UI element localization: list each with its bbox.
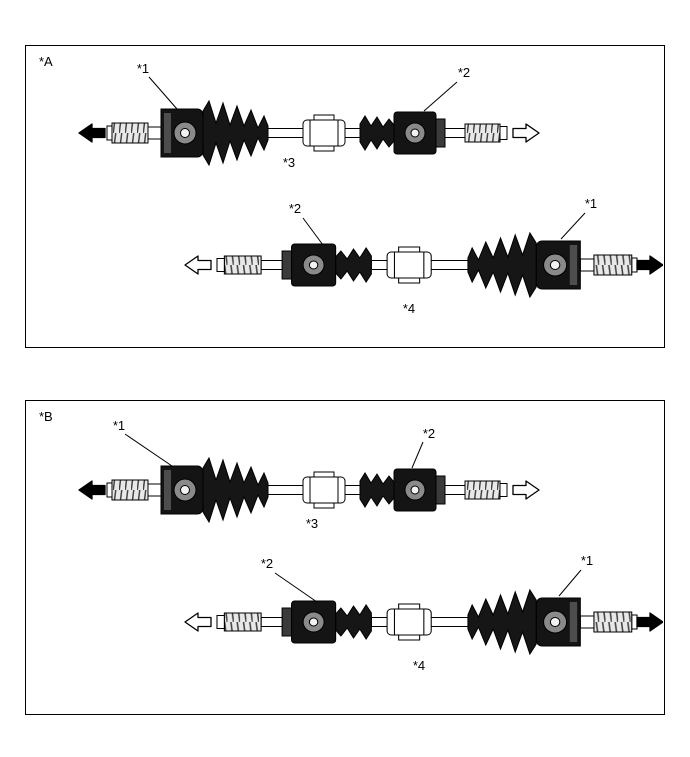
leader-line (124, 433, 173, 467)
drive-shaft-lower: *2 *1 *4 (184, 196, 663, 316)
callout-label: *2 (423, 426, 435, 441)
callout-label: *1 (581, 553, 593, 568)
panel-type-a: *A *1 *2 *3 *2 *1 *4 (25, 45, 665, 348)
panel-type-b: *B *1 *2 *3 *2 *1 *4 (25, 400, 665, 715)
arrow-left-icon (78, 123, 106, 143)
shaft-number-label: *3 (283, 155, 295, 170)
leader-line (274, 572, 318, 603)
shaft-number-label: *3 (306, 516, 318, 531)
arrow-left-icon (184, 255, 212, 275)
drive-shaft-drawing (106, 100, 508, 166)
leader-line (148, 76, 178, 110)
drive-shaft-drawing (216, 589, 638, 655)
leader-line (560, 212, 586, 240)
leader-line (558, 569, 582, 597)
callout-label: *1 (585, 196, 597, 211)
panel-a-canvas: *1 *2 *3 *2 *1 *4 (78, 61, 663, 316)
arrow-right-icon (636, 255, 663, 275)
leader-line (423, 81, 458, 112)
leader-line (302, 217, 324, 246)
drive-shaft-upper: *1 *2 *3 (78, 61, 540, 170)
leader-line (411, 441, 424, 469)
panel-a-label: *A (39, 54, 53, 69)
arrow-right-icon (636, 612, 663, 632)
panel-b-canvas: *1 *2 *3 *2 *1 *4 (78, 418, 663, 673)
drive-shaft-upper: *1 *2 *3 (78, 418, 540, 531)
callout-label: *1 (113, 418, 125, 433)
callout-label: *2 (261, 556, 273, 571)
shaft-number-label: *4 (413, 658, 425, 673)
drive-shaft-lower: *2 *1 *4 (184, 553, 663, 673)
drive-shaft-drawing (106, 457, 508, 523)
callout-label: *1 (137, 61, 149, 76)
shaft-number-label: *4 (403, 301, 415, 316)
arrow-left-icon (184, 612, 212, 632)
panel-b-label: *B (39, 409, 53, 424)
arrow-right-icon (512, 123, 540, 143)
arrow-left-icon (78, 480, 106, 500)
arrow-right-icon (512, 480, 540, 500)
callout-label: *2 (458, 65, 470, 80)
drive-shaft-drawing (216, 232, 638, 298)
callout-label: *2 (289, 201, 301, 216)
